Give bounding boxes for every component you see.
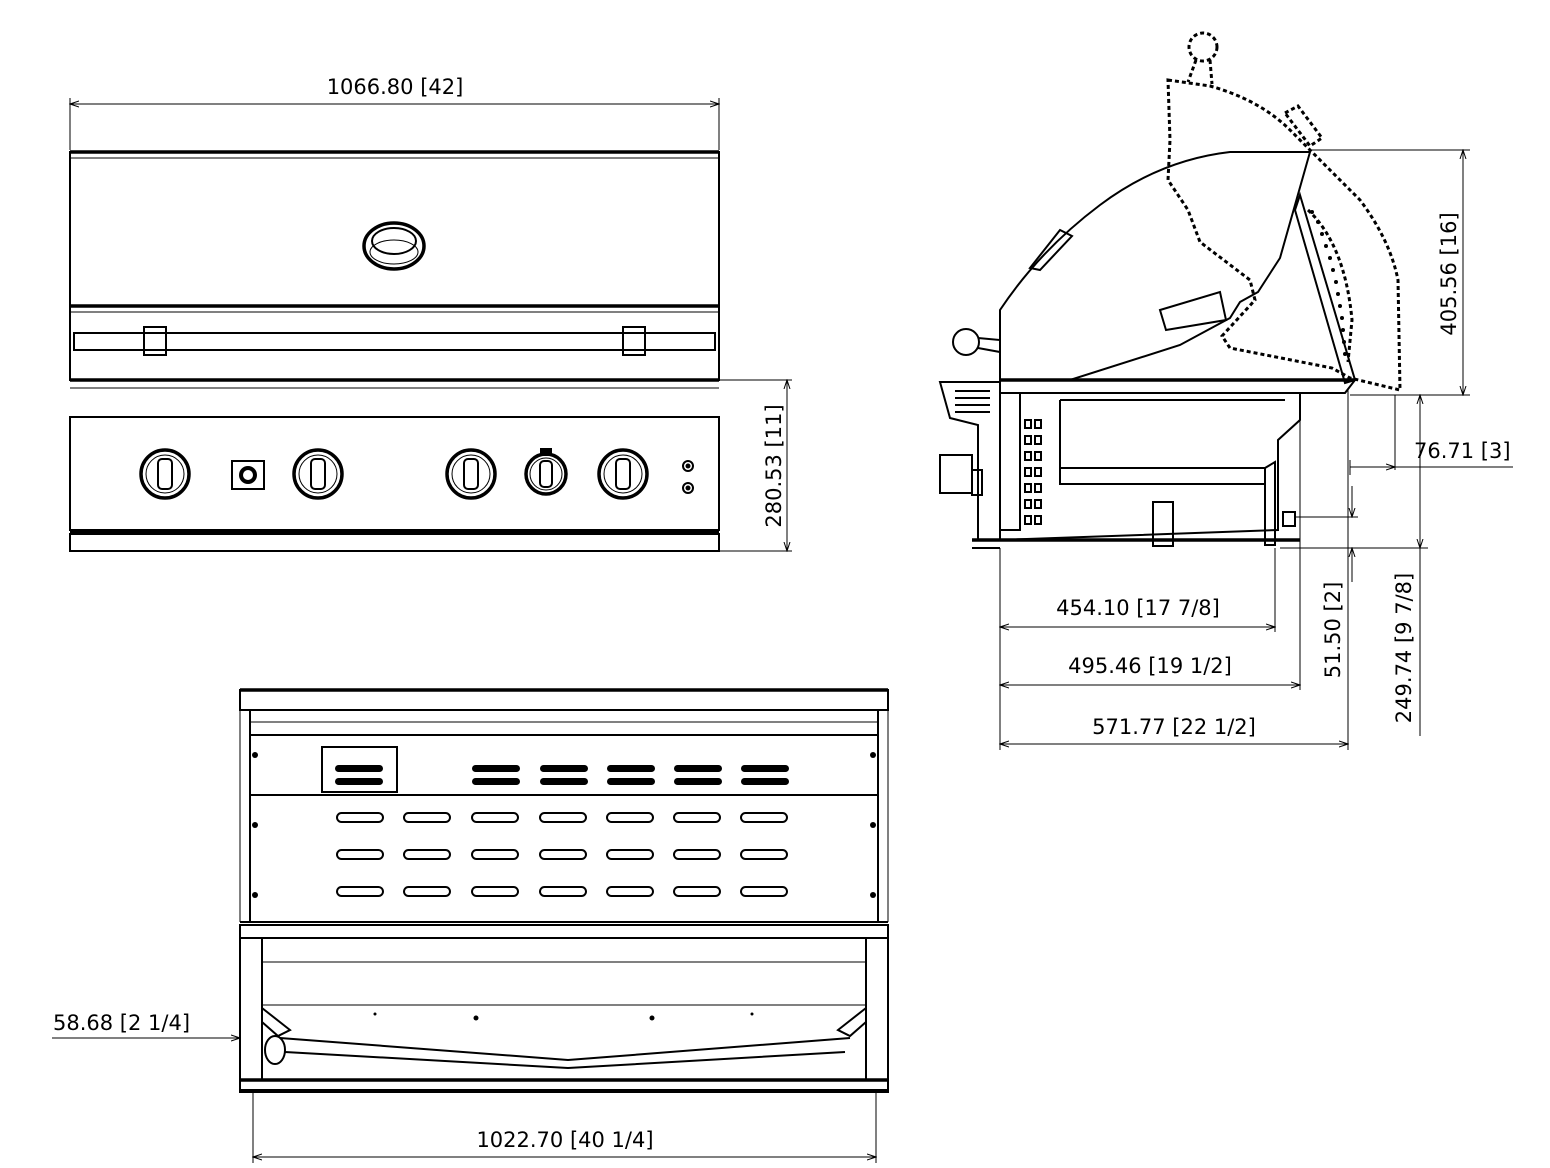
burner-knob-2 [292, 448, 344, 500]
open-lid-outline [1166, 31, 1402, 392]
side-body-height-label: 249.74 [9 7/8] [1392, 573, 1416, 723]
ignition-module [939, 454, 973, 494]
ignition-button [231, 460, 265, 490]
front-height-dimension: 280.53 [11] [719, 380, 792, 551]
side-lid-height-dimension: 405.56 [16] [1310, 150, 1470, 395]
rear-vent-slots [335, 765, 789, 897]
rear-view: 58.68 [2 1/4] 1022.70 [40 1/4] [52, 688, 889, 1163]
hood-handle [73, 326, 716, 356]
side-vents [955, 390, 990, 413]
rear-offset-dimension: 58.68 [2 1/4] [52, 1011, 240, 1038]
side-view: 405.56 [16] 76.71 [3] 454.10 [17 7/8] 49… [938, 31, 1513, 750]
side-gas-height-dimension: 51.50 [2] [1280, 486, 1428, 678]
front-width-dimension: 1066.80 [42] [70, 75, 719, 150]
burner-knob-3 [445, 448, 497, 500]
control-panel [69, 378, 720, 552]
front-width-label: 1066.80 [42] [327, 75, 464, 99]
side-depth-b-label: 495.46 [19 1/2] [1068, 654, 1232, 678]
closed-lid [952, 151, 1357, 385]
burner-knob-5 [597, 448, 649, 500]
side-depth-c-label: 571.77 [22 1/2] [1092, 715, 1256, 739]
side-body-height-dimension: 249.74 [9 7/8] [1392, 395, 1428, 736]
drip-tray [1059, 467, 1266, 485]
side-rear-offset-dimension: 76.71 [3] [1349, 395, 1513, 475]
front-height-label: 280.53 [11] [762, 404, 786, 527]
rear-width-label: 1022.70 [40 1/4] [476, 1128, 653, 1152]
side-lid-height-label: 405.56 [16] [1437, 212, 1461, 335]
rear-width-dimension: 1022.70 [40 1/4] [253, 1092, 876, 1163]
burner-knob-4 [524, 448, 568, 496]
front-view: 1066.80 [42] [69, 75, 792, 552]
side-holes [1024, 419, 1042, 525]
side-depth-a-label: 454.10 [17 7/8] [1056, 596, 1220, 620]
side-depth-dimensions: 454.10 [17 7/8] 495.46 [19 1/2] 571.77 [… [1000, 390, 1348, 750]
rear-firebox [239, 924, 889, 1093]
indicator-lights [682, 460, 694, 494]
rear-panel [239, 688, 889, 923]
rear-offset-label: 58.68 [2 1/4] [53, 1011, 190, 1035]
side-gas-height-label: 51.50 [2] [1321, 582, 1345, 679]
hood [69, 150, 720, 381]
thermometer-gauge [362, 221, 426, 271]
rear-access-plate [321, 746, 398, 793]
gas-inlet-fitting [1282, 511, 1296, 527]
gas-valve [1152, 501, 1174, 547]
burner-knob-1 [139, 448, 191, 500]
side-rear-offset-label: 76.71 [3] [1414, 439, 1511, 463]
vent-dots [1310, 210, 1347, 356]
grill-body-side [938, 378, 1358, 549]
